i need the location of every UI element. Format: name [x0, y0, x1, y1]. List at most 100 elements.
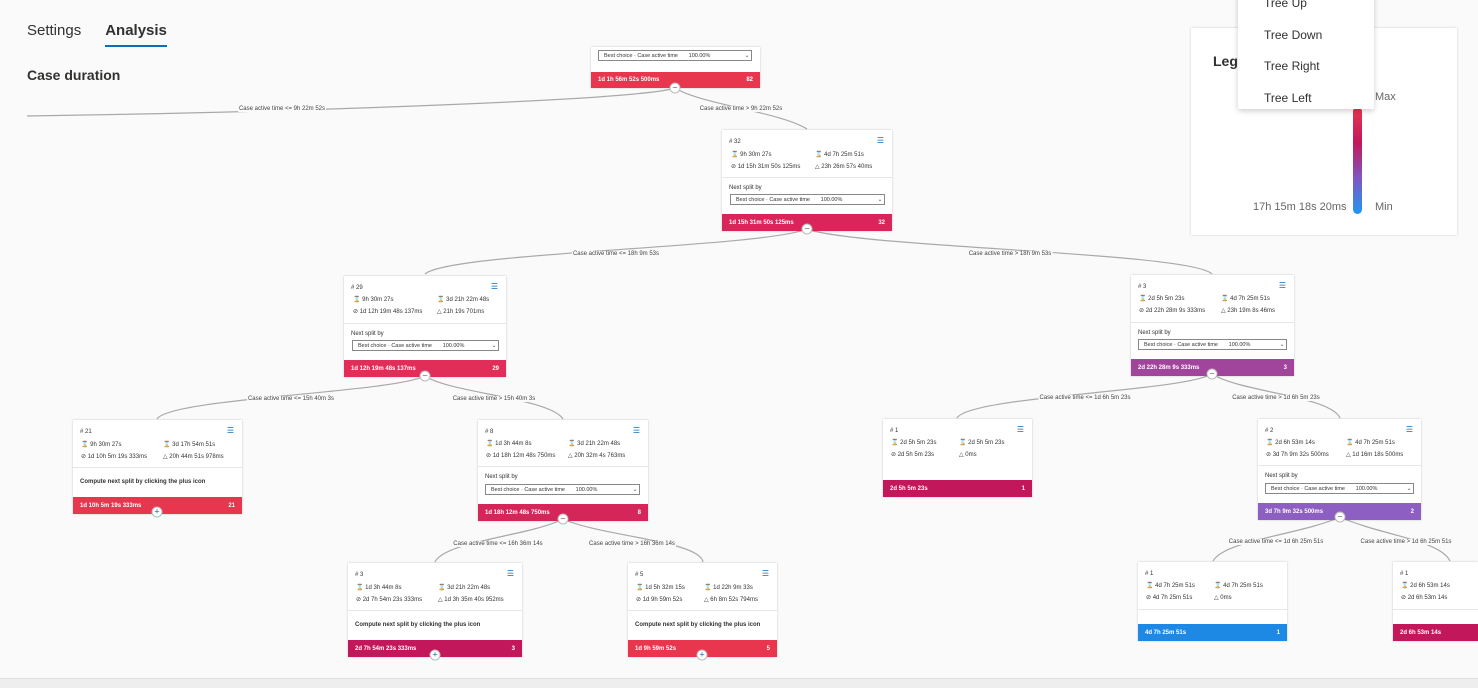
tab-settings[interactable]: Settings	[27, 22, 82, 39]
edge-line	[26, 87, 676, 117]
stat-avg-duration: ⊘ 3d 7h 9m 32s 500ms	[1266, 452, 1329, 458]
menu-item-tree-down[interactable]: Tree Down	[1264, 27, 1323, 42]
next-split-label: Next split by	[351, 331, 384, 337]
stat-min-duration: ⌛ 1d 3h 44m 8s	[356, 585, 402, 591]
edge-label: Case active time <= 1d 6h 25m 51s	[1227, 539, 1325, 545]
edge-label: Case active time > 18h 9m 53s	[967, 251, 1053, 257]
stat-min-duration: ⌛ 1d 3h 44m 8s	[486, 441, 532, 447]
filter-icon[interactable]: ☰	[490, 282, 498, 291]
next-split-label: Next split by	[1265, 473, 1298, 479]
stat-min-duration: ⌛ 2d 6h 53m 14s	[1401, 583, 1450, 589]
stat-max-duration: ⌛ 4d 7h 25m 51s	[1346, 440, 1395, 446]
tree-layout-menu: Tree Up Tree Down Tree Right Tree Left	[1238, 0, 1374, 109]
edge-label: Case active time > 1d 6h 25m 51s	[1359, 539, 1453, 545]
edge-label: Case active time <= 15h 40m 3s	[246, 396, 336, 402]
next-split-label: Next split by	[1138, 330, 1171, 336]
node-count: # 32	[729, 139, 741, 145]
stat-min-duration: ⌛ 2d 5h 5m 23s	[891, 440, 937, 446]
tab-analysis[interactable]: Analysis	[105, 22, 167, 47]
stat-max-duration: ⌛ 4d 7h 25m 51s	[1214, 583, 1263, 589]
stat-std-deviation: △ 0ms	[1214, 595, 1232, 601]
filter-icon[interactable]: ☰	[226, 426, 234, 435]
collapse-button[interactable]: −	[419, 370, 431, 382]
tree-node[interactable]: # 3 ☰ ⌛ 1d 3h 44m 8s ⌛ 3d 21h 22m 48s ⊘ …	[348, 563, 522, 657]
stat-min-duration: ⌛ 2d 6h 53m 14s	[1266, 440, 1315, 446]
tab-bar: Settings Analysis	[27, 22, 167, 47]
stat-min-duration: ⌛ 9h 30m 27s	[81, 442, 122, 448]
node-count: # 1	[1400, 571, 1409, 577]
node-count: # 8	[485, 429, 494, 435]
stat-max-duration: ⌛ 3d 21h 22m 48s	[437, 297, 490, 303]
split-select[interactable]: Best choice · Case active time 100.00%⌄	[352, 340, 499, 351]
tree-node[interactable]: # 5 ☰ ⌛ 1d 5h 32m 15s ⌛ 1d 22h 9m 33s ⊘ …	[628, 563, 777, 657]
tree-node[interactable]: # 21 ☰ ⌛ 9h 30m 27s ⌛ 3d 17h 54m 51s ⊘ 1…	[73, 420, 242, 514]
collapse-button[interactable]: −	[669, 82, 681, 94]
stat-max-duration: ⌛ 3d 21h 22m 48s	[568, 441, 621, 447]
menu-item-tree-right[interactable]: Tree Right	[1264, 59, 1320, 73]
stat-max-duration: ⌛ 3d 21h 22m 48s	[438, 585, 491, 591]
node-count: # 3	[355, 572, 364, 578]
tree-node[interactable]: # 1 ⌛ 4d 7h 25m 51s ⌛ 4d 7h 25m 51s ⊘ 4d…	[1138, 562, 1287, 641]
page-title: Case duration	[27, 67, 121, 83]
horizontal-scrollbar[interactable]	[0, 678, 1478, 688]
legend-gradient	[1353, 107, 1362, 214]
tree-node[interactable]: # 32 ☰ ⌛ 9h 30m 27s ⌛ 4d 7h 25m 51s ⊘ 1d…	[722, 130, 892, 231]
legend-min-value: 17h 15m 18s 20ms	[1253, 201, 1347, 213]
filter-icon[interactable]: ☰	[761, 569, 769, 578]
tree-node[interactable]: # 29 ☰ ⌛ 9h 30m 27s ⌛ 3d 21h 22m 48s ⊘ 1…	[344, 276, 506, 377]
collapse-button[interactable]: −	[557, 513, 569, 525]
expand-plus-button[interactable]: +	[151, 506, 163, 518]
stat-std-deviation: △ 1d 16m 18s 500ms	[1346, 452, 1404, 458]
collapse-button[interactable]: −	[801, 223, 813, 235]
tree-node[interactable]: # 8 ☰ ⌛ 1d 3h 44m 8s ⌛ 3d 21h 22m 48s ⊘ …	[478, 420, 648, 521]
stat-max-duration: ⌛ 1d 22h 9m 33s	[704, 585, 753, 591]
tree-node[interactable]: # 3 ☰ ⌛ 2d 5h 5m 23s ⌛ 4d 7h 25m 51s ⊘ 2…	[1131, 275, 1294, 376]
compute-hint: Compute next split by clicking the plus …	[355, 622, 481, 628]
node-count: # 29	[351, 285, 363, 291]
stat-max-duration: ⌛ 2d 5h 5m 23s	[959, 440, 1005, 446]
stat-std-deviation: △ 23h 19m 8s 46ms	[1221, 308, 1275, 314]
split-select[interactable]: Best choice · Case active time 100.00%⌄	[1138, 339, 1287, 350]
expand-plus-button[interactable]: +	[429, 649, 441, 661]
edge-label: Case active time > 16h 36m 14s	[588, 541, 676, 547]
menu-item-tree-left[interactable]: Tree Left	[1264, 90, 1312, 105]
collapse-button[interactable]: −	[1334, 511, 1346, 523]
split-select[interactable]: Best choice · Case active time 100.00%⌄	[730, 194, 885, 205]
stat-max-duration: ⌛ 4d 7h 25m 51s	[1221, 296, 1270, 302]
filter-icon[interactable]: ☰	[632, 426, 640, 435]
legend-max-label: Max	[1375, 91, 1396, 103]
stat-min-duration: ⌛ 4d 7h 25m 51s	[1146, 583, 1195, 589]
filter-icon[interactable]: ☰	[876, 136, 884, 145]
next-split-label: Next split by	[729, 185, 762, 191]
filter-icon[interactable]: ☰	[1278, 281, 1286, 290]
node-case-count: 82	[746, 77, 753, 83]
filter-icon[interactable]: ☰	[1405, 425, 1413, 434]
node-count: # 2	[1265, 428, 1274, 434]
tree-node-root[interactable]: Best choice · Case active time 100.00%⌄ …	[591, 47, 760, 88]
stat-max-duration: ⌛ 3d 17h 54m 51s	[163, 442, 216, 448]
split-select[interactable]: Best choice · Case active time 100.00%⌄	[1265, 483, 1414, 494]
chevron-down-icon: ⌄	[491, 343, 497, 349]
stat-avg-duration: ⊘ 1d 15h 31m 50s 125ms	[731, 164, 801, 170]
split-select[interactable]: Best choice · Case active time 100.00%⌄	[598, 50, 752, 61]
tree-node[interactable]: # 1 ☰ ⌛ 2d 5h 5m 23s ⌛ 2d 5h 5m 23s ⊘ 2d…	[883, 419, 1032, 497]
filter-icon[interactable]: ☰	[506, 569, 514, 578]
tree-node[interactable]: # 2 ☰ ⌛ 2d 6h 53m 14s ⌛ 4d 7h 25m 51s ⊘ …	[1258, 419, 1421, 520]
collapse-button[interactable]: −	[1206, 368, 1218, 380]
split-select[interactable]: Best choice · Case active time 100.00%⌄	[485, 484, 640, 495]
filter-icon[interactable]: ☰	[1016, 425, 1024, 434]
chevron-down-icon: ⌄	[1279, 342, 1285, 348]
node-count: # 1	[890, 428, 899, 434]
node-count: # 1	[1145, 571, 1154, 577]
menu-item-tree-up[interactable]: Tree Up	[1264, 0, 1307, 10]
tree-node[interactable]: # 1 ⌛ 2d 6h 53m 14s ⊘ 2d 6h 53m 14s 2d 6…	[1393, 562, 1478, 641]
stat-min-duration: ⌛ 9h 30m 27s	[353, 297, 394, 303]
expand-plus-button[interactable]: +	[696, 649, 708, 661]
